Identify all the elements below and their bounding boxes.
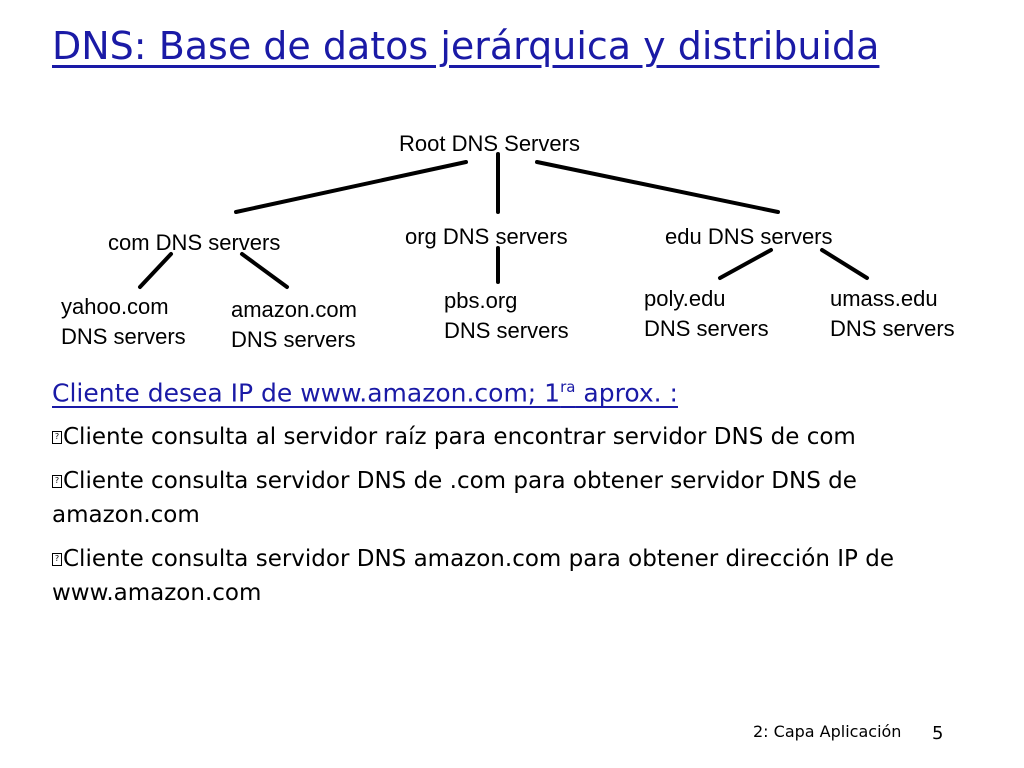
amazon-domain: amazon.com (231, 297, 357, 322)
yahoo-dns-servers: DNS servers (61, 324, 186, 349)
list-item: ?Cliente consulta servidor DNS amazon.co… (52, 542, 982, 610)
poly-domain: poly.edu (644, 286, 726, 311)
step-text: Cliente consulta al servidor raíz para e… (63, 424, 856, 450)
step-text: Cliente consulta servidor DNS de .com pa… (52, 468, 857, 528)
amazon-dns-servers-label: amazon.com DNS servers (231, 295, 357, 355)
pbs-dns-servers: DNS servers (444, 318, 569, 343)
pbs-domain: pbs.org (444, 288, 518, 313)
scenario-heading-superscript: ra (560, 378, 576, 396)
umass-dns-servers: DNS servers (830, 316, 955, 341)
poly-dns-servers: DNS servers (644, 316, 769, 341)
edge-com-amazon (240, 252, 289, 289)
com-dns-servers-label: com DNS servers (108, 230, 281, 255)
bullet-placeholder-icon: ? (52, 475, 62, 488)
edge-com-yahoo (138, 252, 173, 289)
scenario-steps-list: ?Cliente consulta al servidor raíz para … (52, 420, 982, 620)
scenario-heading-tail: aprox. : (575, 378, 678, 408)
scenario-heading: Cliente desea IP de www.amazon.com; 1ra … (52, 370, 972, 410)
pbs-dns-servers-label: pbs.org DNS servers (444, 286, 569, 346)
bullet-placeholder-icon: ? (52, 431, 62, 444)
edu-dns-servers-label: edu DNS servers (665, 224, 833, 249)
list-item: ?Cliente consulta servidor DNS de .com p… (52, 464, 982, 532)
edge-edu-poly (718, 248, 773, 280)
yahoo-domain: yahoo.com (61, 294, 169, 319)
edge-root-com (234, 160, 468, 214)
slide-title: DNS: Base de datos jerárquica y distribu… (52, 24, 880, 68)
edge-root-edu (535, 160, 780, 214)
umass-domain: umass.edu (830, 286, 938, 311)
list-item: ?Cliente consulta al servidor raíz para … (52, 420, 982, 454)
step-text: Cliente consulta servidor DNS amazon.com… (52, 546, 894, 606)
page-number: 5 (932, 723, 944, 744)
umass-dns-servers-label: umass.edu DNS servers (830, 284, 955, 344)
yahoo-dns-servers-label: yahoo.com DNS servers (61, 292, 186, 352)
edge-edu-umass (820, 248, 869, 280)
scenario-heading-text: Cliente desea IP de www.amazon.com; 1 (52, 378, 561, 408)
org-dns-servers-label: org DNS servers (405, 224, 568, 249)
footer-section-label: 2: Capa Aplicación (753, 722, 902, 741)
poly-dns-servers-label: poly.edu DNS servers (644, 284, 769, 344)
dns-hierarchy-diagram (138, 152, 869, 289)
root-dns-servers-label: Root DNS Servers (399, 131, 580, 156)
amazon-dns-servers: DNS servers (231, 327, 356, 352)
bullet-placeholder-icon: ? (52, 553, 62, 566)
